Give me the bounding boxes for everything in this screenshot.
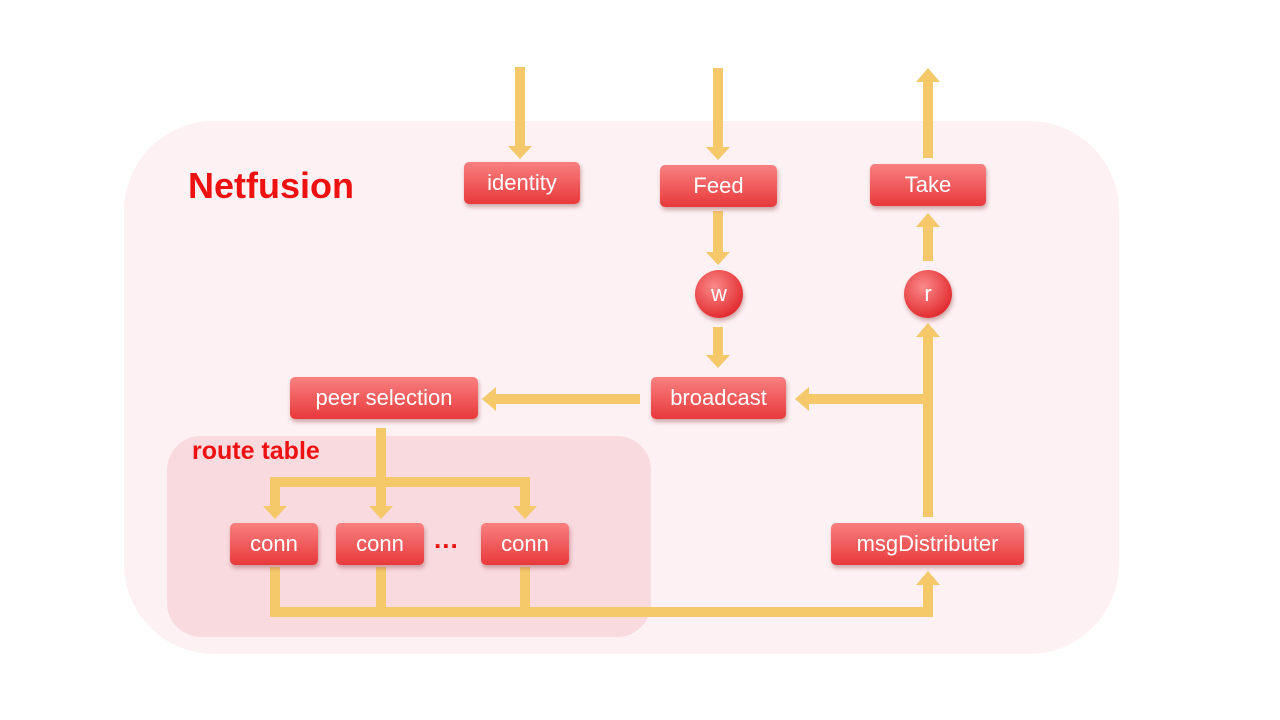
conn-node-3: conn xyxy=(481,523,569,565)
arrow-into-identity xyxy=(515,67,525,146)
arrow-r-to-take xyxy=(923,227,933,261)
arrow-to-msgdist xyxy=(923,585,933,617)
arrow-collector-bar xyxy=(270,607,933,617)
arrowhead-conn2 xyxy=(369,506,393,519)
w-node: w xyxy=(695,270,743,318)
arrow-w-to-broadcast xyxy=(713,327,723,356)
netfusion-title: Netfusion xyxy=(188,165,354,206)
arrowhead-identity xyxy=(508,146,532,159)
arrowhead-feed xyxy=(706,147,730,160)
arrow-conn-fanout-bar xyxy=(270,477,530,487)
arrow-to-conn1 xyxy=(270,477,280,508)
arrow-msgdist-to-r xyxy=(923,337,933,517)
arrow-into-feed xyxy=(713,68,723,147)
arrow-conn2-down xyxy=(376,567,386,617)
conn-node-1: conn xyxy=(230,523,318,565)
arrow-to-conn3 xyxy=(520,477,530,508)
identity-node: identity xyxy=(464,162,580,204)
arrowhead-broadcast xyxy=(706,355,730,368)
arrow-out-of-take xyxy=(923,82,933,158)
r-node: r xyxy=(904,270,952,318)
arrowhead-conn1 xyxy=(263,506,287,519)
take-node: Take xyxy=(870,164,986,206)
conn-ellipsis: ... xyxy=(434,524,459,554)
arrow-conn3-down xyxy=(520,567,530,617)
arrowhead-peer-selection xyxy=(482,387,496,411)
arrowhead-take-in xyxy=(916,213,940,227)
arrowhead-conn3 xyxy=(513,506,537,519)
arrowhead-r xyxy=(916,323,940,337)
arrowhead-broadcast-right xyxy=(795,387,809,411)
msg-distributer-node: msgDistributer xyxy=(831,523,1024,565)
arrowhead-take-out xyxy=(916,68,940,82)
broadcast-node: broadcast xyxy=(651,377,786,419)
arrow-feed-to-w xyxy=(713,211,723,252)
arrowhead-w xyxy=(706,252,730,265)
conn-node-2: conn xyxy=(336,523,424,565)
arrowhead-msgdist xyxy=(916,571,940,585)
feed-node: Feed xyxy=(660,165,777,207)
arrow-broadcast-to-peer xyxy=(496,394,640,404)
route-table-label: route table xyxy=(192,437,320,465)
arrow-branch-to-broadcast xyxy=(809,394,925,404)
arrow-conn1-down xyxy=(270,567,280,617)
peer-selection-node: peer selection xyxy=(290,377,478,419)
arrow-peer-down xyxy=(376,428,386,508)
